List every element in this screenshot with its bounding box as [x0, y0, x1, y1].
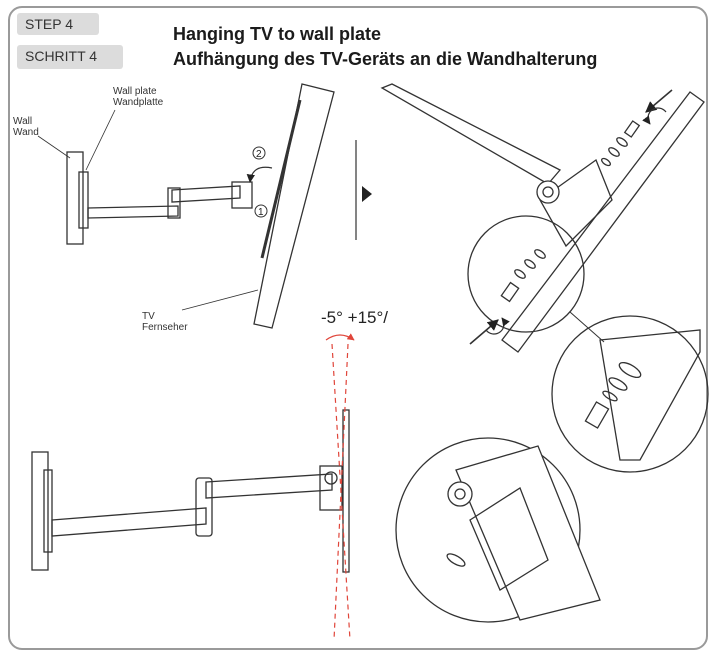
arm-upper [171, 185, 241, 203]
tv-leader [181, 289, 259, 311]
magnify-circle-2 [551, 315, 709, 473]
rotate-arrow-upper [642, 107, 667, 125]
tv-bracket-detail [501, 91, 705, 353]
rotate-arrow-lower [485, 317, 510, 335]
tv-label-en: TV [142, 311, 155, 322]
wall-plate [78, 171, 89, 229]
step-label-en: STEP 4 [17, 13, 99, 35]
callout-2: 2 [256, 149, 262, 160]
side-view-bottom [31, 409, 350, 573]
step-label-de: SCHRITT 4 [17, 45, 123, 69]
arm-lower [87, 205, 179, 219]
next-step-arrow [355, 140, 372, 240]
wall [66, 151, 84, 245]
side-view-top: 1 2 [37, 83, 335, 329]
arm-joint [167, 187, 181, 219]
arm-joint-bottom [195, 477, 213, 537]
title-de: Aufhängung des TV-Geräts an die Wandhalt… [173, 49, 598, 69]
tv-mount-rail [260, 99, 302, 259]
tv-label: TV Fernseher [142, 311, 188, 333]
tilt-arc [325, 333, 355, 341]
arm-lower-bottom [51, 507, 207, 537]
tilt-bracket-detail [539, 158, 613, 248]
wall-label-de: Wand [13, 127, 39, 138]
magnify-circle-1 [467, 215, 585, 333]
screw-stack-upper [601, 120, 641, 167]
tilt-head-bottom [319, 465, 343, 511]
arm-bar-detail [380, 83, 562, 185]
wall-label-en: Wall [13, 116, 33, 127]
callout-2-circle [252, 146, 266, 160]
tilt-guide [325, 333, 355, 641]
magnify-circle-3 [395, 437, 601, 623]
screw-stack-lower [500, 249, 546, 303]
knob-detail [536, 180, 560, 204]
insert-arrow-lower [469, 319, 499, 345]
wall-label: Wall Wand [13, 116, 39, 138]
tv-label-de: Fernseher [142, 322, 188, 333]
arm-upper-bottom [205, 473, 333, 499]
hook-arrow [246, 166, 273, 183]
tilt-head [231, 181, 253, 209]
title-en: Hanging TV to wall plate [173, 24, 382, 44]
wall-plate-label-de: Wandplatte [113, 97, 164, 108]
instruction-frame [8, 6, 708, 650]
callout-1: 1 [258, 207, 264, 218]
tilt-angle-label: -5° +15°/ [321, 308, 388, 327]
wall-plate-label: Wall plate Wandplatte [113, 86, 163, 108]
callout-1-circle [254, 204, 268, 218]
detail-view-top-right [380, 83, 705, 353]
wall-plate-leader [85, 109, 116, 171]
insert-arrow-upper [645, 89, 673, 113]
wall-plate-label-en: Wall plate [113, 86, 157, 97]
tv-panel-top [253, 83, 335, 329]
leader-to-magnify-2 [569, 311, 605, 343]
wall-leader [37, 135, 71, 159]
